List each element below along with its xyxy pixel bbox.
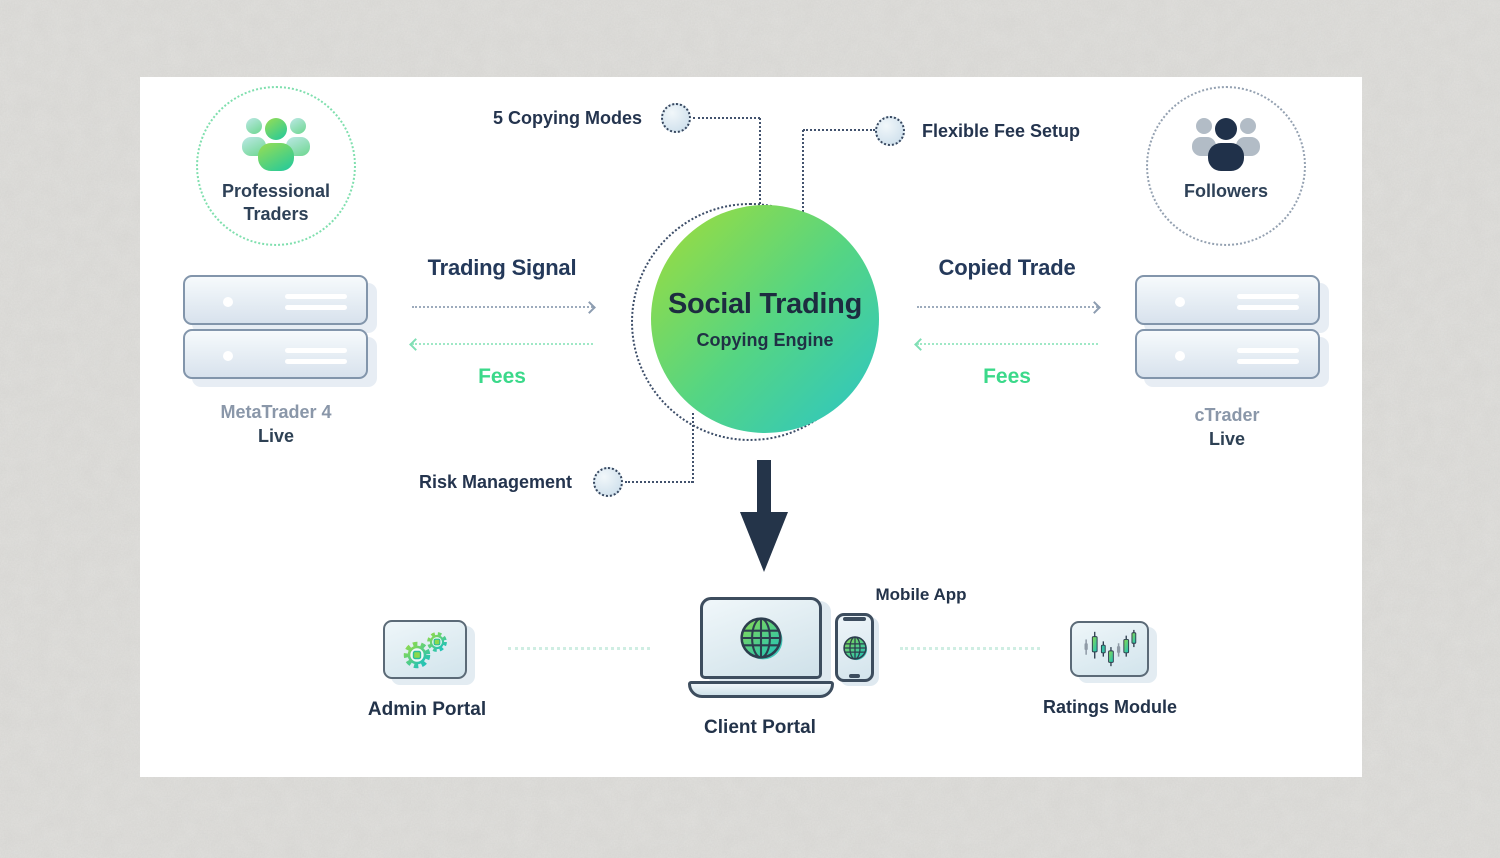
gears-icon (403, 631, 447, 668)
followers-circle: Followers (1146, 86, 1306, 246)
followers-label: Followers (1183, 181, 1268, 201)
ctrader-label: cTrader Live (1137, 403, 1317, 451)
server-unit (183, 275, 368, 325)
mobile-app-label: Mobile App (875, 585, 967, 604)
server-led (223, 351, 233, 361)
server-slot (1237, 359, 1299, 364)
followers-group-icon (1192, 118, 1260, 171)
fee-setup-connector-h (803, 129, 875, 131)
copying-modes-label: 5 Copying Modes (492, 108, 642, 128)
left-fees-arrow (412, 343, 593, 345)
professional-traders-label: Professional Traders (222, 180, 330, 226)
platform-name: cTrader (1194, 405, 1260, 425)
server-slot (1237, 294, 1299, 299)
ctrader-server-icon (1135, 275, 1320, 383)
professional-traders-circle: Professional Traders (196, 86, 356, 246)
diagram-card: Professional Traders Followers 5 Copying… (140, 77, 1362, 777)
metatrader-label: MetaTrader 4 Live (186, 400, 366, 448)
admin-portal-label: Admin Portal (367, 699, 487, 720)
risk-management-label: Risk Management (418, 472, 572, 492)
client-portal-laptop-screen (700, 597, 822, 679)
ratings-module-label: Ratings Module (1043, 697, 1177, 717)
fee-setup-connector-v (802, 130, 804, 212)
risk-management-node (593, 467, 623, 497)
server-unit (1135, 275, 1320, 325)
risk-connector-v (692, 413, 694, 483)
trading-signal-title: Trading Signal (427, 255, 577, 280)
copying-modes-connector-v (759, 118, 761, 204)
right-fees-label: Fees (983, 365, 1031, 388)
trading-signal-arrow (412, 306, 593, 308)
client-ratings-link (900, 647, 1040, 650)
mobile-app-phone (835, 613, 874, 682)
copying-modes-connector-h (693, 117, 760, 119)
admin-portal-box (383, 620, 467, 679)
server-led (1175, 297, 1185, 307)
admin-client-link (508, 647, 650, 650)
down-arrow-head (740, 512, 788, 572)
social-trading-engine: Social Trading Copying Engine (651, 205, 879, 433)
ratings-module-box (1070, 621, 1149, 677)
copied-trade-title: Copied Trade (938, 255, 1076, 280)
server-unit (1135, 329, 1320, 379)
risk-connector-h (625, 481, 693, 483)
metatrader-server-icon (183, 275, 368, 383)
fee-setup-node (875, 116, 905, 146)
platform-env: Live (257, 426, 295, 446)
engine-title: Social Trading (667, 287, 862, 320)
copying-modes-node (661, 103, 691, 133)
phone-globe-icon (842, 635, 867, 660)
server-slot (285, 305, 347, 310)
server-slot (285, 359, 347, 364)
server-led (223, 297, 233, 307)
server-unit (183, 329, 368, 379)
copied-trade-arrow (917, 306, 1098, 308)
engine-subtitle: Copying Engine (696, 329, 834, 350)
traders-label-line1: Professional (221, 181, 331, 201)
traders-label-line2: Traders (243, 204, 309, 224)
candlestick-chart-icon (1084, 629, 1136, 667)
server-led (1175, 351, 1185, 361)
traders-group-icon (242, 118, 310, 171)
server-slot (285, 294, 347, 299)
client-portal-laptop-base (688, 681, 834, 698)
left-fees-label: Fees (478, 365, 526, 388)
server-slot (1237, 348, 1299, 353)
server-slot (1237, 305, 1299, 310)
right-fees-arrow (917, 343, 1098, 345)
fee-setup-label: Flexible Fee Setup (922, 121, 1081, 141)
platform-env: Live (1208, 429, 1246, 449)
platform-name: MetaTrader 4 (220, 402, 332, 422)
server-slot (285, 348, 347, 353)
down-arrow-shaft (757, 460, 771, 514)
laptop-globe-icon (740, 617, 783, 660)
client-portal-label: Client Portal (704, 717, 816, 738)
